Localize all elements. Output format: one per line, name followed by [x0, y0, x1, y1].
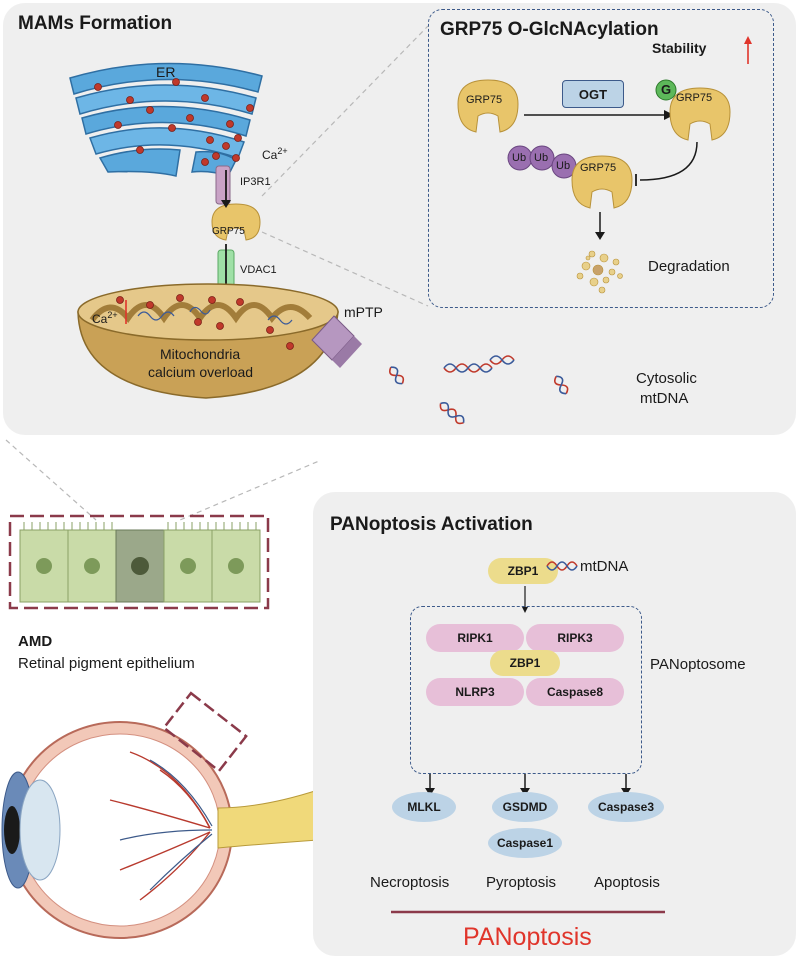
caspase8-pill: Caspase8 — [526, 678, 624, 706]
pyroptosis-label: Pyroptosis — [486, 874, 557, 891]
eye-zoom-box — [162, 691, 248, 773]
zbp1-mid-pill: ZBP1 — [490, 650, 560, 676]
ca-mito-label: Ca2+ — [92, 310, 118, 326]
panoptosome-box — [410, 606, 642, 774]
mlkl-pill: MLKL — [392, 792, 456, 822]
zbp1-top-label: ZBP1 — [507, 564, 539, 578]
mams-illustration — [69, 25, 752, 425]
zbp1-mid-label: ZBP1 — [509, 656, 541, 670]
grp75-right-label: GRP75 — [676, 92, 713, 104]
mams-title: MAMs Formation — [18, 13, 173, 34]
grp75-left-icon — [457, 79, 519, 133]
amd-title: AMD — [18, 633, 53, 650]
zbp1-top-pill: ZBP1 — [488, 558, 558, 584]
mito-label-line1: Mitochondria — [160, 346, 241, 362]
ripk1-pill: RIPK1 — [426, 624, 524, 652]
ip3r1-label: IP3R1 — [240, 176, 271, 188]
zoom-line-lower — [261, 231, 429, 307]
apoptosis-label: Apoptosis — [594, 874, 660, 891]
stability-label: Stability — [652, 40, 707, 56]
mtdna-fragments — [388, 355, 569, 425]
ub3-label: Ub — [556, 160, 571, 172]
g-badge-label: G — [661, 82, 672, 97]
rpe-cells-icon — [19, 522, 261, 603]
grp75-mam-label: GRP75 — [212, 226, 245, 237]
zoom-line-upper — [261, 25, 429, 197]
vdac1-label: VDAC1 — [240, 264, 277, 276]
amd-subtitle: Retinal pigment epithelium — [18, 655, 195, 672]
amd-illustration — [1, 439, 320, 939]
ca-er-label: Ca2+ — [262, 146, 288, 162]
mptp-channel — [311, 315, 362, 368]
ripk1-label: RIPK1 — [457, 631, 493, 645]
ogt-box: OGT — [562, 80, 624, 108]
caspase3-label: Caspase3 — [597, 800, 655, 814]
degradation-label: Degradation — [648, 258, 730, 275]
necroptosis-label: Necroptosis — [370, 874, 450, 891]
degradation-fragments-icon — [576, 250, 623, 294]
grp75-ub-icon — [571, 155, 633, 209]
cytosolic-label: Cytosolic — [636, 370, 697, 387]
ip3r1-channel — [215, 165, 231, 205]
nlrp3-pill: NLRP3 — [426, 678, 524, 706]
panoptosome-label: PANoptosome — [650, 656, 746, 673]
mtdna-label: mtDNA — [580, 558, 629, 575]
mito-label-line2: calcium overload — [148, 364, 254, 380]
gsdmd-label: GSDMD — [502, 800, 548, 814]
mitochondrion-icon — [77, 283, 339, 399]
ub1-label: Ub — [512, 152, 527, 164]
caspase1-label: Caspase1 — [496, 836, 554, 850]
caspase1-pill: Caspase1 — [488, 828, 562, 858]
eye-icon — [1, 721, 319, 939]
ogt-label: OGT — [578, 86, 608, 102]
ub2-label: Ub — [534, 152, 549, 164]
er-label: ER — [156, 64, 176, 80]
ripk3-label: RIPK3 — [557, 631, 593, 645]
mtdna-small-icon — [546, 561, 578, 571]
panoptosis-title: PANoptosis Activation — [330, 514, 533, 535]
caspase8-label: Caspase8 — [546, 685, 604, 699]
mptp-label: mPTP — [344, 304, 383, 320]
grp75-glcnacylation-box — [428, 9, 774, 308]
ub-chain — [507, 145, 577, 179]
panoptosis-final-label: PANoptosis — [463, 923, 592, 951]
grp75-left-label: GRP75 — [466, 94, 503, 106]
mlkl-label: MLKL — [407, 800, 441, 814]
rpe-zoom-box — [8, 514, 270, 610]
grp75-panel-title: GRP75 O-GlcNAcylation — [440, 19, 659, 40]
grp75-ub-label: GRP75 — [580, 162, 617, 174]
caspase3-pill: Caspase3 — [588, 792, 664, 822]
mtdna-cyto-label: mtDNA — [640, 390, 689, 407]
er-icon — [69, 62, 263, 177]
nlrp3-label: NLRP3 — [455, 685, 495, 699]
grp75-mam-icon — [211, 203, 261, 241]
ripk3-pill: RIPK3 — [526, 624, 624, 652]
gsdmd-pill: GSDMD — [492, 792, 558, 822]
grp75-right-icon — [655, 79, 731, 141]
